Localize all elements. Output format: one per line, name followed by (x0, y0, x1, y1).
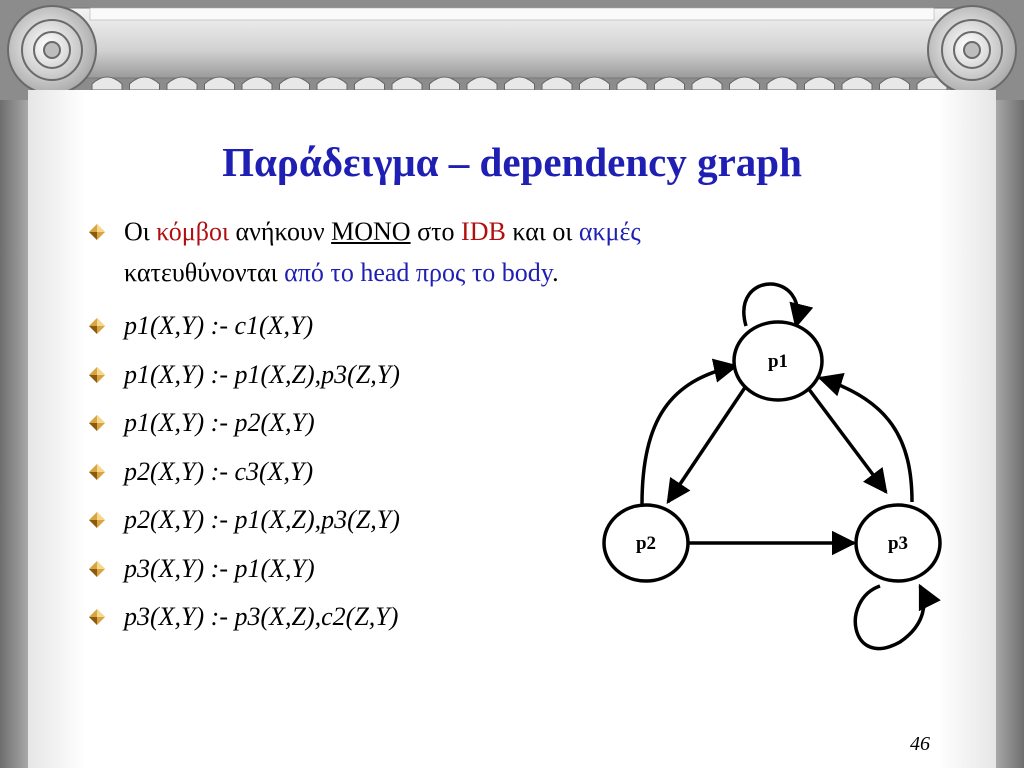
node-label-p1: p1 (768, 351, 788, 372)
intro-line-2: κατευθύνονται από το head προς το body. (124, 257, 559, 289)
page-shade-left (28, 90, 86, 768)
rule-line: p3(X,Y) :- p3(X,Z),c2(Z,Y) (124, 602, 399, 631)
diamond-bullet-icon (89, 560, 105, 577)
title-band (86, 90, 938, 305)
edge-p1-p2 (666, 379, 752, 505)
intro-text: . (552, 258, 559, 287)
graph-edges (640, 282, 941, 651)
slide-title: Παράδειγμα – dependency graph (222, 139, 802, 185)
highlight-idb: IDB (461, 217, 506, 246)
rule-line: p1(X,Y) :- p1(X,Z),p3(Z,Y) (124, 359, 400, 389)
node-label-p2: p2 (636, 533, 656, 554)
diamond-bullet-icon (89, 366, 105, 383)
right-frame (996, 0, 1024, 768)
node-label-p3: p3 (888, 533, 908, 554)
rule-line: p1(X,Y) :- c1(X,Y) (124, 311, 314, 340)
intro-text: κατευθύνονται (124, 258, 285, 287)
intro-text: ανήκουν (228, 217, 332, 246)
node-p1: p1 (732, 320, 824, 402)
edge-p1-p1 (742, 282, 814, 329)
edge-p1-p3 (800, 378, 888, 494)
highlight-edges: ακμές (578, 217, 641, 246)
highlight-direction: από το head προς το body (284, 258, 553, 287)
rule-line: p1(X,Y) :- p2(X,Y) (124, 408, 315, 437)
rule-line: p2(X,Y) :- c3(X,Y) (124, 456, 314, 486)
diamond-bullet-icon (89, 224, 105, 240)
diamond-bullet-icon (89, 318, 105, 334)
ionic-capital-header (0, 0, 1024, 100)
intro-line-1: Οι κόμβοι ανήκουν ΜΟΝΟ στο IDB και οι ακ… (124, 216, 641, 248)
highlight-mono: ΜΟΝΟ (331, 217, 411, 246)
dependency-graph: p1 p2 p3 (602, 282, 942, 651)
intro-text: και οι (505, 217, 579, 246)
page-shade-right (938, 90, 996, 768)
edge-p3-p1 (817, 372, 914, 503)
left-frame (0, 0, 28, 768)
node-p3: p3 (854, 503, 942, 583)
rule-line: p3(X,Y) :- p1(X,Y) (124, 553, 315, 583)
edge-p2-p1 (640, 358, 739, 505)
intro-text: στο (410, 217, 462, 246)
diamond-bullet-icon (89, 463, 105, 480)
edge-p3-p3 (853, 583, 941, 651)
highlight-nodes: κόμβοι (156, 217, 229, 246)
diamond-bullet-icon (89, 512, 105, 528)
right-volute-icon (927, 5, 1017, 95)
diamond-bullet-icon (89, 609, 105, 625)
page-number: 46 (910, 733, 930, 755)
node-p2: p2 (602, 503, 690, 583)
diamond-bullet-icon (89, 415, 105, 431)
intro-text: Οι (124, 217, 157, 246)
left-volute-icon (7, 5, 97, 95)
rule-line: p2(X,Y) :- p1(X,Z),p3(Z,Y) (124, 505, 400, 534)
